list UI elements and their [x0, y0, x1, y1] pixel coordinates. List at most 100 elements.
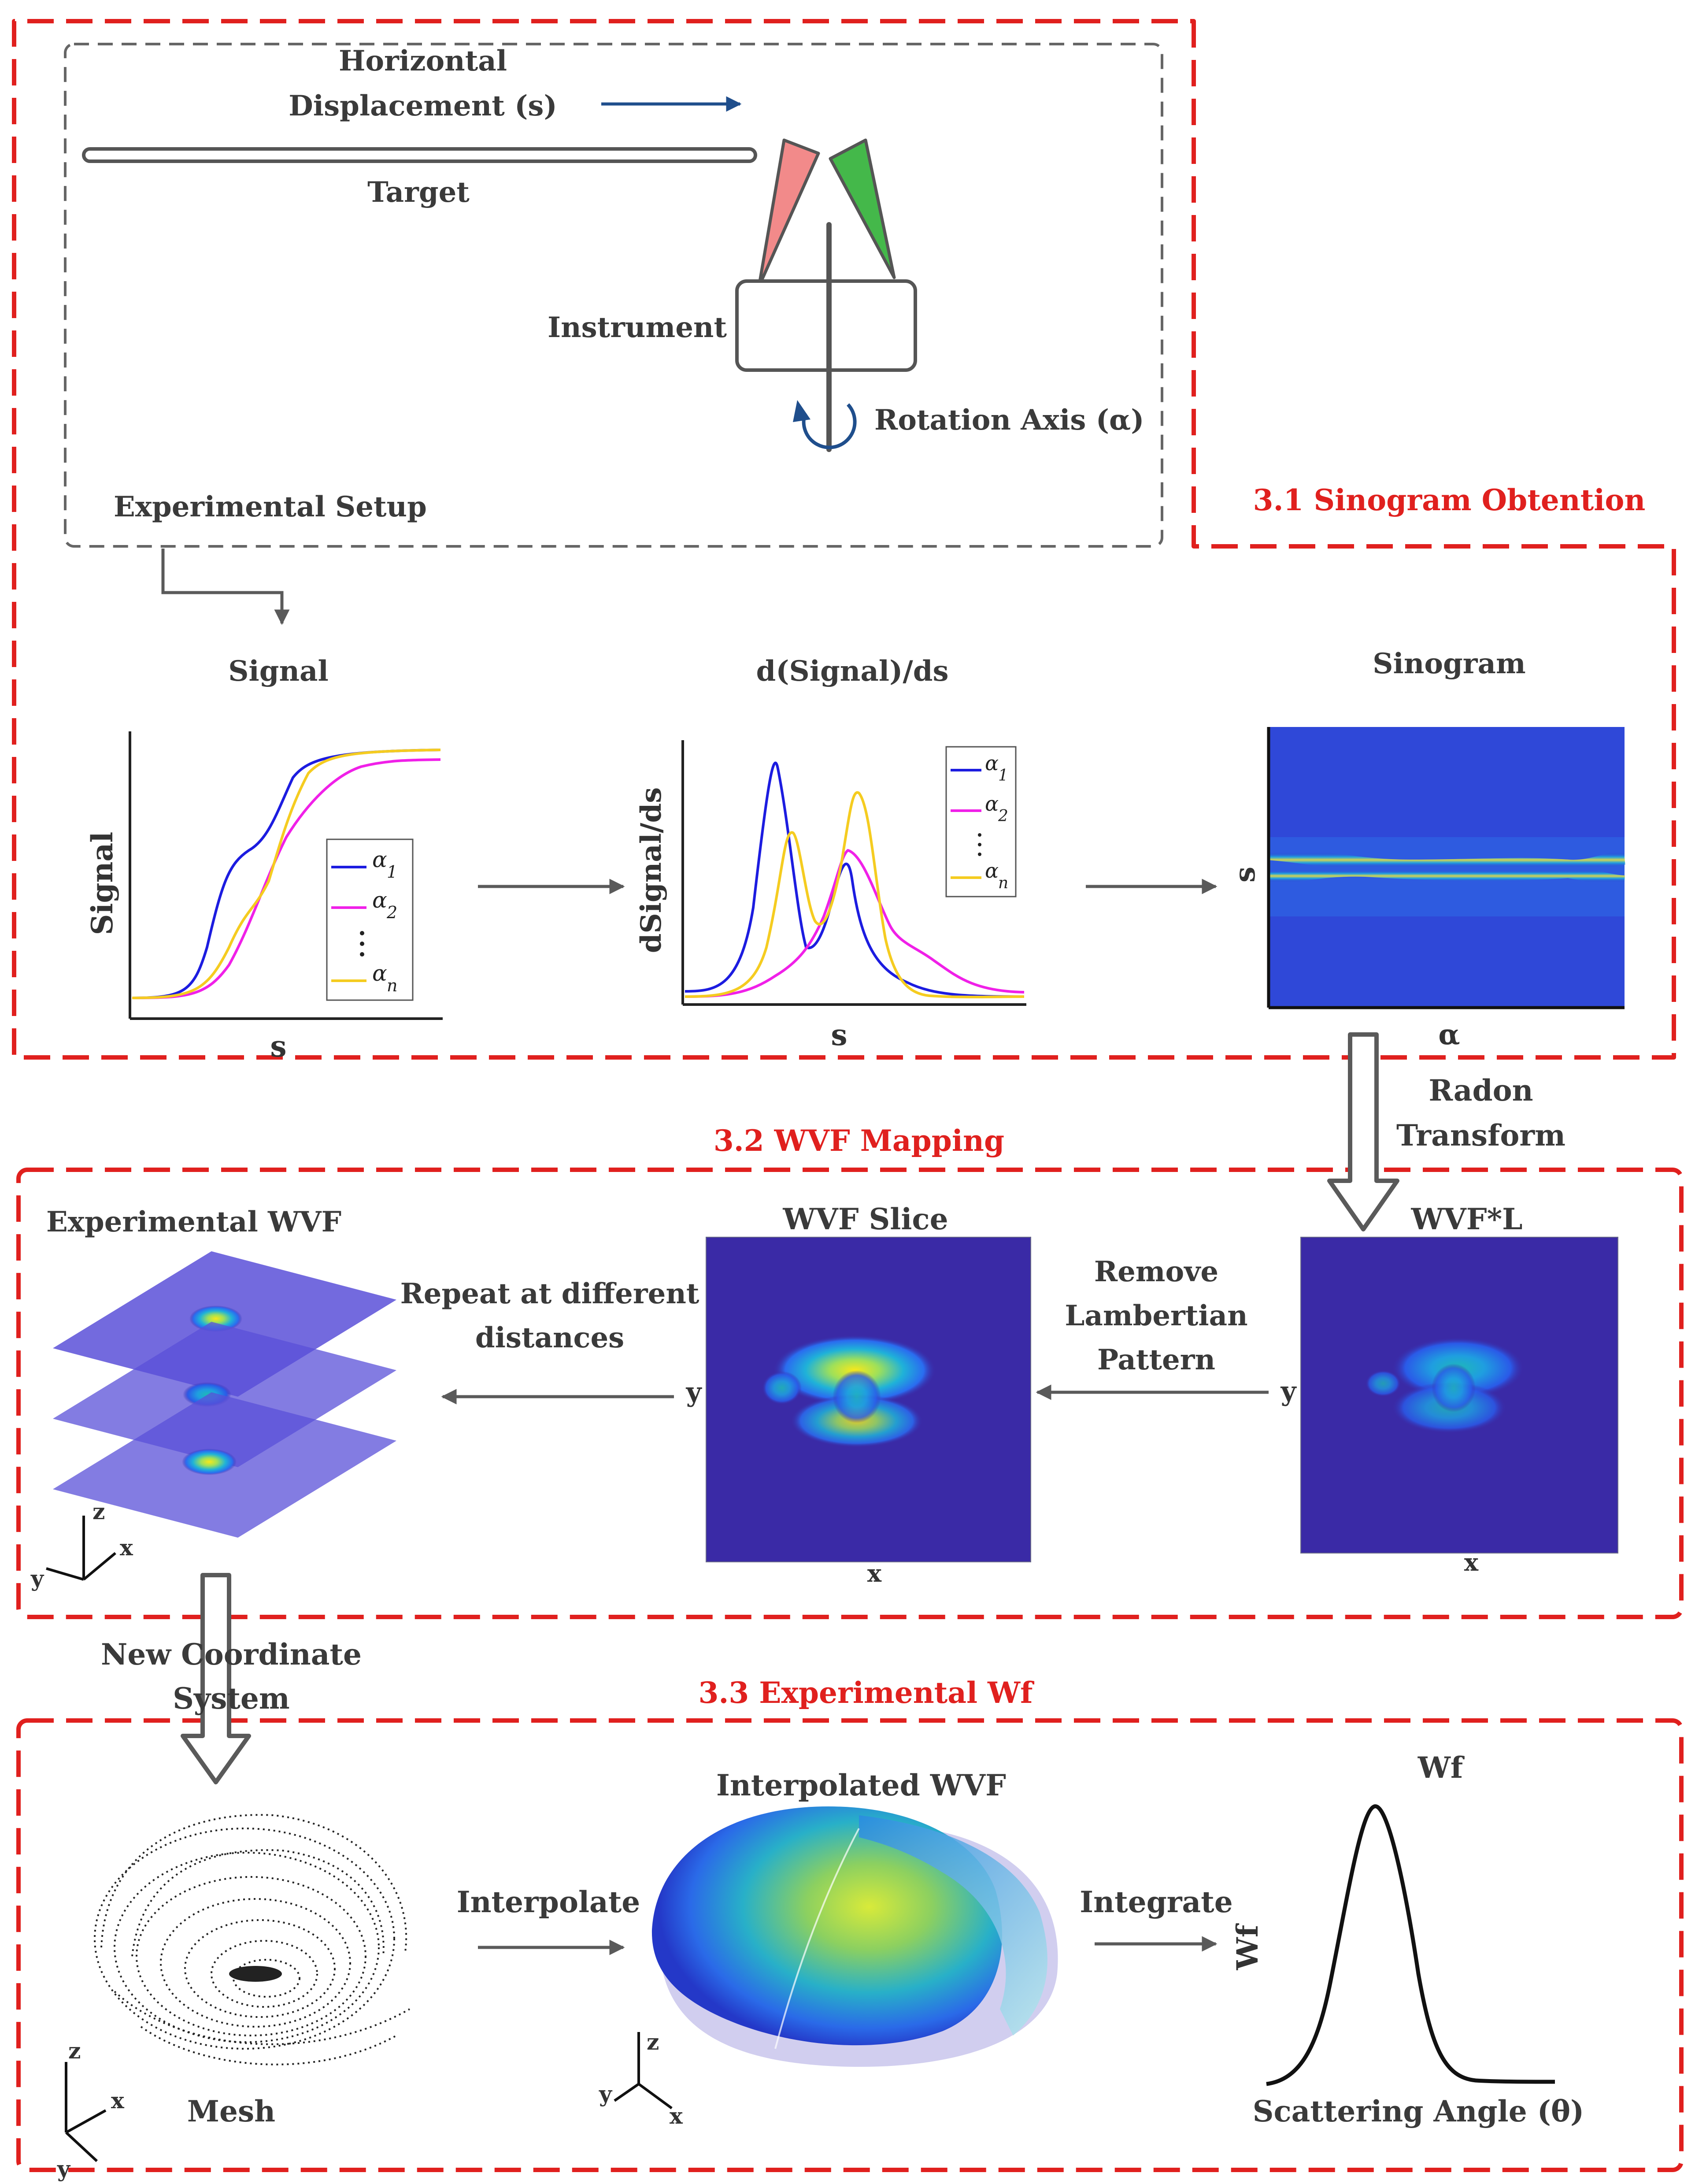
section-3-2-label: 3.2 WVF Mapping [714, 1124, 1004, 1158]
mesh-shell-3 [136, 1876, 366, 2036]
wvfl-map: x y [1281, 1237, 1618, 1576]
signal-x-label: s [270, 1029, 286, 1064]
section-3-1-frame [12, 19, 1676, 1060]
signal-legend-label-1: α [372, 847, 387, 872]
detector-cone-green [829, 138, 896, 279]
exp-axis-z-label: z [93, 1498, 105, 1524]
interp-cut-shell [859, 1815, 1047, 2036]
target-label: Target [367, 176, 470, 209]
derivative-legend-label-n: α [985, 859, 999, 882]
remove-label-line-1: Remove [1094, 1255, 1218, 1288]
mesh-axis-y [65, 2131, 98, 2162]
exp-axis-y [46, 1567, 84, 1581]
signal-plot: Signal s α 1 α 2 α n [85, 731, 443, 1064]
signal-legend-box [326, 838, 414, 1001]
mesh-cap-outer [100, 1814, 407, 1952]
signal-legend-ellipsis [360, 942, 364, 946]
mesh-axis-x [65, 2109, 107, 2134]
derivative-y-label: dSignal/ds [635, 787, 668, 953]
emitter-cone-red [757, 138, 820, 288]
signal-legend-ellipsis [360, 952, 364, 957]
derivative-legend-ellipsis [978, 843, 981, 846]
mesh-shell-1 [94, 1828, 395, 2050]
slice-blob-top [773, 1335, 936, 1405]
repeat-label-line-2: distances [475, 1321, 624, 1354]
derivative-legend-sub-2: 2 [998, 807, 1008, 825]
wvfl-title: WVF*L [1410, 1202, 1522, 1236]
derivative-legend-ellipsis [978, 853, 981, 856]
target-bar [82, 147, 757, 163]
exp-axis-y-label: y [30, 1565, 44, 1591]
mesh-lower-rings-2 [140, 2026, 397, 2065]
sinogram-title: Sinogram [1373, 647, 1525, 680]
derivative-legend-sub-n: n [998, 874, 1008, 892]
interpolate-label: Interpolate [457, 1885, 640, 1919]
experimental-wvf-stack: z x y [30, 1251, 396, 1591]
sinogram-y-label: s [1229, 867, 1262, 882]
wf-plot: Wf Scattering Angle (θ) [1230, 1804, 1584, 2128]
sinogram-image: s α [1229, 727, 1626, 1051]
derivative-legend-sub-1: 1 [998, 767, 1008, 785]
new-coordinate-arrow [181, 1573, 251, 1784]
signal-legend-label-n: α [372, 960, 387, 986]
radon-transform-arrow [1327, 1032, 1399, 1231]
signal-plot-title: Signal [228, 655, 329, 688]
slice-x-label: x [867, 1559, 882, 1587]
rotation-icon [802, 403, 857, 449]
wvf-layer-top-blob [189, 1305, 242, 1332]
mesh-shell-6 [211, 1940, 318, 2008]
new-coordinate-label-line-1: New Coordinate [101, 1637, 362, 1672]
derivative-legend-box [945, 746, 1017, 897]
sinogram-band-upper [1268, 845, 1626, 875]
interp-axis-z-label: z [647, 2029, 659, 2055]
wvfl-blob-stem [1432, 1364, 1476, 1412]
wvfl-y-label: y [1281, 1376, 1297, 1407]
rotation-arrowhead [793, 400, 810, 422]
slice-title: WVF Slice [782, 1202, 948, 1236]
derivative-plot: dSignal/ds s α 1 α 2 α n [635, 740, 1026, 1052]
sinogram-x-label: α [1438, 1018, 1460, 1051]
signal-curve-alpha-2 [132, 758, 441, 999]
experimental-setup-label: Experimental Setup [114, 490, 427, 523]
mesh-shell-4 [160, 1898, 351, 2028]
remove-label-line-3: Pattern [1097, 1343, 1215, 1376]
interp-dome [651, 1806, 1002, 2046]
signal-curve-alpha-n [132, 749, 441, 999]
integrate-label: Integrate [1080, 1885, 1233, 1919]
wvfl-x-label: x [1464, 1548, 1479, 1576]
interp-cut-edge [774, 1828, 860, 2049]
derivative-legend: α 1 α 2 α n [945, 746, 1017, 897]
slice-blob-stem [833, 1370, 881, 1423]
interp-axis-x [638, 2083, 673, 2110]
section-3-2-frame [16, 1168, 1684, 1619]
exp-axis-x-label: x [120, 1535, 133, 1561]
slice-blob-tail [762, 1371, 802, 1405]
remove-label-line-2: Lambertian [1065, 1299, 1247, 1332]
wf-curve [1266, 1804, 1555, 2086]
signal-legend-sub-n: n [387, 976, 397, 995]
wf-y-label: Wf [1230, 1923, 1265, 1970]
wvfl-blob-tail [1366, 1370, 1401, 1397]
wvf-layer-bottom-blob [182, 1449, 237, 1475]
slice-map: x y [686, 1237, 1031, 1587]
signal-legend: α 1 α 2 α n [326, 838, 414, 1001]
derivative-plot-title: d(Signal)/ds [756, 655, 948, 688]
setup-to-signal-arrow [161, 549, 290, 625]
mesh-cap-inner [131, 1849, 385, 1957]
wf-x-label: Scattering Angle (θ) [1253, 2094, 1584, 2128]
repeat-label-line-1: Repeat at different [400, 1277, 699, 1310]
mesh-shell-5 [184, 1919, 336, 2018]
mesh-figure: z x y Mesh [57, 1814, 410, 2182]
instrument-box [735, 279, 917, 372]
interp-axis-x-label: x [670, 2103, 683, 2129]
signal-legend-sub-1: 1 [387, 862, 397, 882]
wf-title: Wf [1417, 1750, 1465, 1785]
derivative-curve-alpha-2 [685, 849, 1025, 998]
interp-axis-y-label: y [599, 2081, 613, 2107]
mesh-dense-core [229, 1966, 282, 1982]
rotation-axis-label: Rotation Axis (α) [874, 404, 1144, 437]
interp-axis-y [614, 2083, 640, 2102]
radon-label-line-2: Transform [1396, 1118, 1565, 1153]
mesh-axis-y-label: y [57, 2156, 71, 2182]
